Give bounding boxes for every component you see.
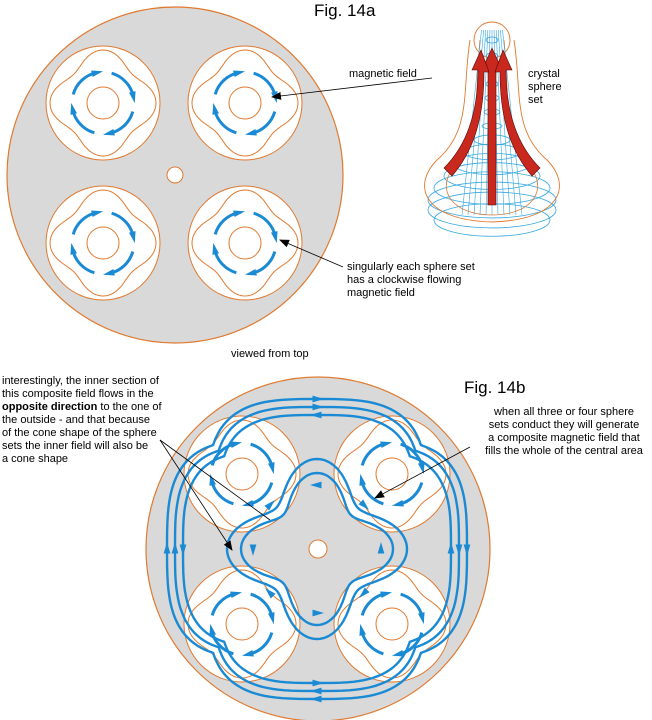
field-arrowhead bbox=[102, 129, 115, 136]
field-arrowhead bbox=[70, 242, 77, 255]
field-arrowhead bbox=[241, 500, 254, 507]
field-arrowhead bbox=[209, 623, 216, 636]
red-arrow-left bbox=[443, 49, 490, 177]
composite-arrowhead bbox=[312, 679, 324, 687]
composite-arrowhead bbox=[312, 403, 324, 411]
right-note-pointer bbox=[374, 446, 471, 499]
red-arrow-right bbox=[494, 49, 541, 177]
cone-orange-outline bbox=[424, 39, 560, 223]
composite-arrowhead bbox=[179, 544, 187, 556]
fig-14b-title: Fig. 14b bbox=[464, 378, 526, 397]
composite-arrowhead bbox=[265, 588, 276, 599]
sphere-inner-circle bbox=[228, 226, 262, 260]
field-arrowhead bbox=[70, 102, 77, 115]
composite-arrowhead bbox=[312, 609, 324, 617]
field-arrowhead bbox=[271, 231, 278, 244]
left-note-pointer bbox=[159, 439, 233, 551]
opposite-direction-text: opposite direction bbox=[2, 401, 98, 413]
sphere-inner-circle bbox=[86, 226, 120, 260]
field-arrowhead bbox=[212, 242, 219, 255]
sphere-wavy-outline bbox=[191, 189, 299, 297]
field-arrowhead bbox=[380, 441, 393, 448]
composite-arrowhead bbox=[171, 542, 179, 554]
sphere-inner-circle bbox=[375, 457, 409, 491]
composite-arrowhead bbox=[447, 542, 455, 554]
composite-arrowhead bbox=[310, 411, 322, 419]
field-arrowhead bbox=[418, 612, 425, 625]
magnetic-field-pointer bbox=[271, 77, 433, 100]
composite-arrowhead bbox=[310, 695, 322, 703]
field-arrowhead bbox=[230, 591, 243, 598]
sphere-inner-circle bbox=[225, 607, 259, 641]
field-arrowhead bbox=[91, 210, 104, 217]
sphere-wavy-outline bbox=[191, 49, 299, 157]
inner-composite-loop bbox=[239, 471, 395, 627]
field-arrowhead bbox=[268, 612, 275, 625]
sphere-inner-circle bbox=[86, 86, 120, 120]
field-arrowhead bbox=[230, 441, 243, 448]
composite-arrowhead bbox=[359, 587, 370, 598]
sphere-wavy-outline bbox=[337, 419, 447, 529]
field-arrowhead bbox=[268, 462, 275, 475]
sphere-wavy-outline bbox=[49, 49, 157, 157]
magnetic-field-label: magnetic field bbox=[349, 68, 417, 80]
composite-arrowhead bbox=[264, 500, 275, 511]
field-arrowhead bbox=[91, 70, 104, 77]
fig-14a-sphere-sets bbox=[45, 45, 303, 301]
field-arrowhead bbox=[241, 650, 254, 657]
viewed-from-top-label: viewed from top bbox=[231, 348, 309, 360]
field-arrowhead bbox=[102, 269, 115, 276]
field-arrowhead bbox=[244, 269, 257, 276]
composite-arrowhead bbox=[358, 499, 369, 510]
fig-14a-title: Fig. 14a bbox=[314, 1, 376, 20]
field-arrowhead bbox=[129, 91, 136, 104]
composite-arrowhead bbox=[455, 544, 463, 556]
field-arrowhead bbox=[233, 210, 246, 217]
inner-field-pointer bbox=[159, 439, 271, 521]
field-arrowhead bbox=[359, 623, 366, 636]
crystal-sphere-set-label: crystal sphere set bbox=[528, 68, 562, 106]
field-arrowhead bbox=[129, 231, 136, 244]
right-note: when all three or four sphere sets condu… bbox=[485, 406, 643, 457]
left-note: interestingly, the inner section of this… bbox=[2, 375, 162, 465]
sphere-inner-circle bbox=[375, 607, 409, 641]
field-arrowhead bbox=[212, 102, 219, 115]
composite-arrowhead bbox=[463, 544, 471, 556]
field-arrowhead bbox=[380, 591, 393, 598]
singularly-pointer bbox=[279, 239, 344, 268]
sphere-inner-circle bbox=[228, 86, 262, 120]
field-arrowhead bbox=[391, 500, 404, 507]
fig-14a-disc bbox=[6, 6, 344, 344]
composite-arrowhead bbox=[163, 542, 171, 554]
sphere-wavy-outline bbox=[49, 189, 157, 297]
sphere-inner-circle bbox=[225, 457, 259, 491]
sphere-wavy-outline bbox=[337, 569, 447, 679]
composite-arrowhead bbox=[312, 395, 324, 403]
crystal-sphere-set-cone bbox=[424, 21, 560, 237]
composite-arrowhead bbox=[377, 542, 385, 554]
composite-arrowhead bbox=[310, 481, 322, 489]
singularly-label: singularly each sphere set has a clockwi… bbox=[347, 261, 475, 299]
field-arrowhead bbox=[233, 70, 246, 77]
field-arrowhead bbox=[418, 462, 425, 475]
field-arrowhead bbox=[359, 473, 366, 486]
field-arrowhead bbox=[391, 650, 404, 657]
field-arrowhead bbox=[244, 129, 257, 136]
composite-arrowhead bbox=[310, 687, 322, 695]
composite-arrowhead bbox=[249, 544, 257, 556]
